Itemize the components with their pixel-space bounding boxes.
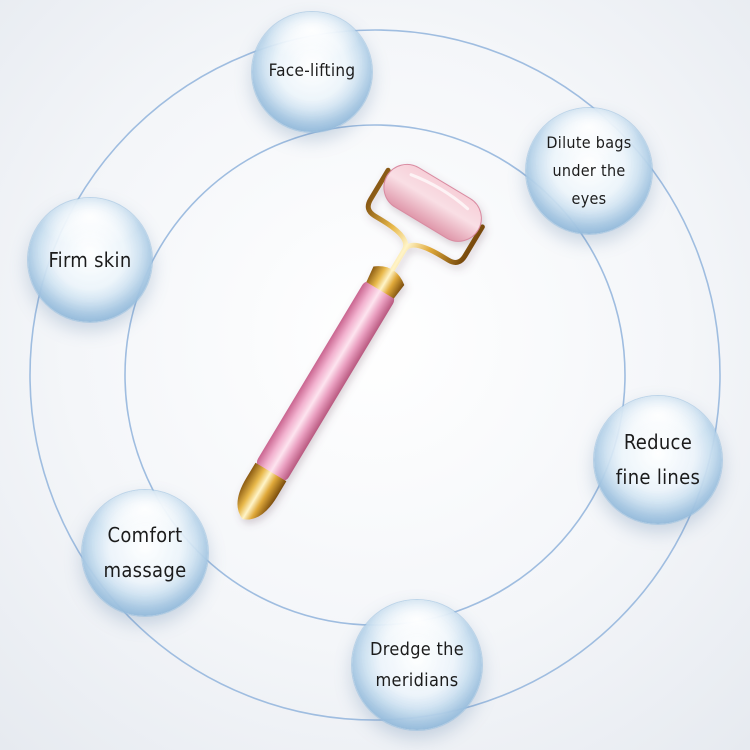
roller-neck xyxy=(366,266,405,299)
roller-handle xyxy=(256,281,395,481)
benefit-firm-skin: Firm skin xyxy=(28,198,152,322)
benefit-face-lifting: Face-lifting xyxy=(252,12,372,132)
benefit-label: Dredge the meridians xyxy=(370,638,464,692)
benefit-dredge-meridians: Dredge the meridians xyxy=(352,600,482,730)
benefit-reduce-fine-lines: Reduce fine lines xyxy=(594,396,722,524)
roller-tip xyxy=(237,462,287,520)
benefit-label: Reduce fine lines xyxy=(615,430,701,489)
benefit-comfort-massage: Comfort massage xyxy=(82,490,208,616)
roller-stone-highlight xyxy=(409,173,470,211)
benefit-label: Face-lifting xyxy=(268,61,356,82)
roller-stone xyxy=(383,163,482,242)
benefit-label: Comfort massage xyxy=(103,523,187,582)
jade-roller xyxy=(237,163,485,520)
benefit-dilute-bags: Dilute bags under the eyes xyxy=(526,108,652,234)
benefit-label: Firm skin xyxy=(48,247,132,272)
benefit-label: Dilute bags under the eyes xyxy=(546,133,632,208)
roller-frame xyxy=(365,167,485,272)
outer-orbit-ring xyxy=(29,29,721,721)
